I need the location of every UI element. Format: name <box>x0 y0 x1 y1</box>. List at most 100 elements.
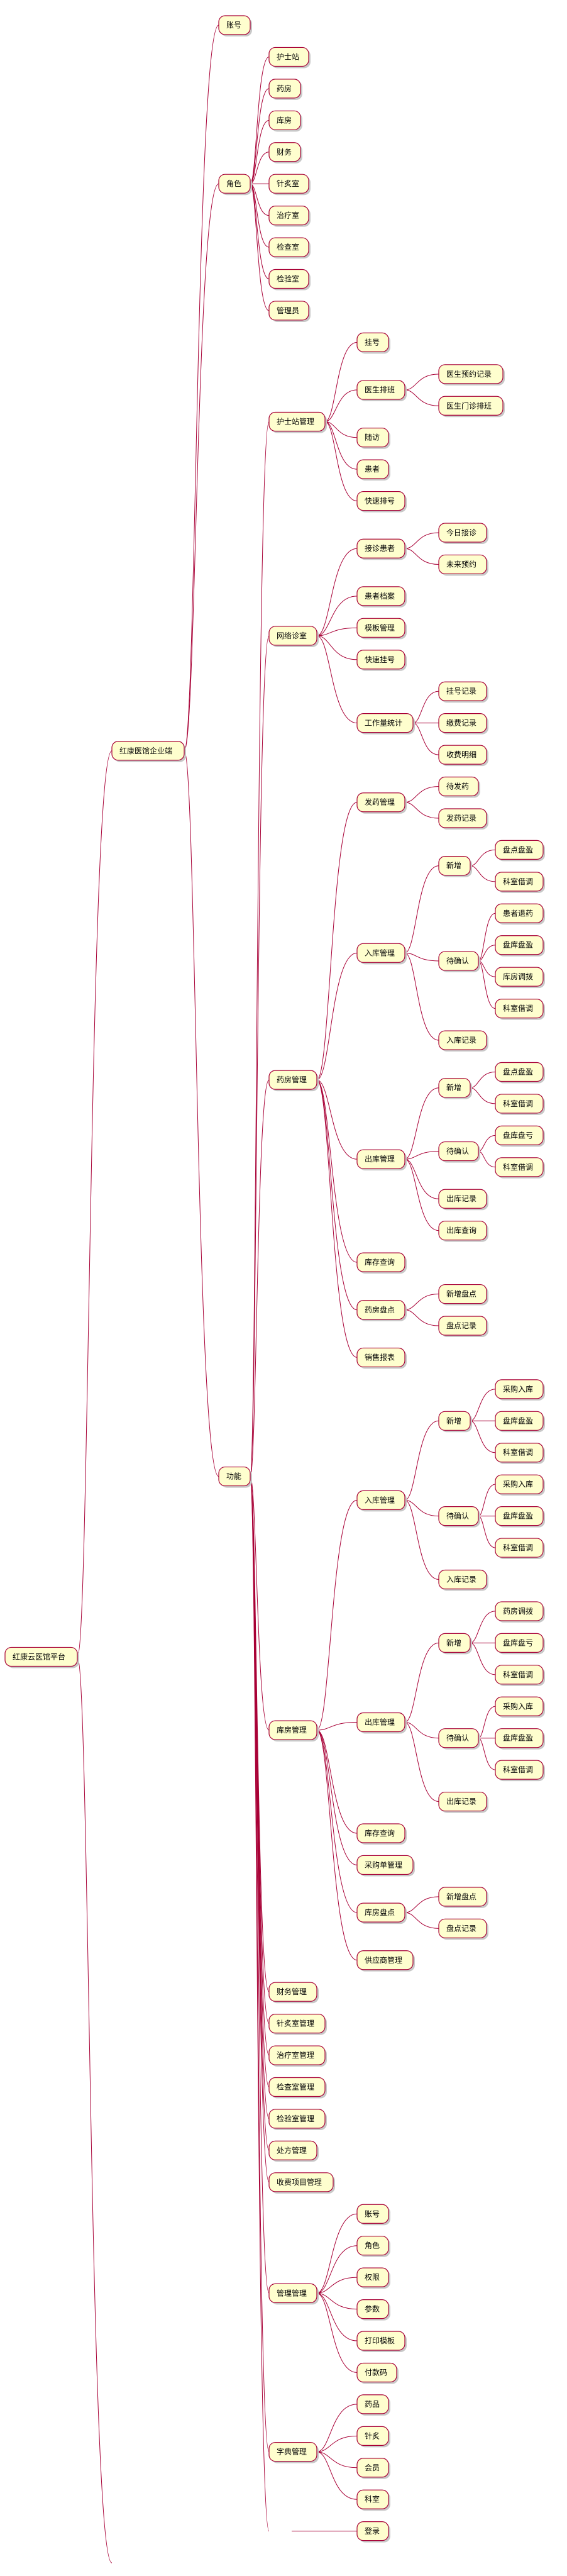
node-label: 采购入库 <box>503 1384 533 1394</box>
node-label: 红康医馆企业端 <box>119 746 172 755</box>
mindmap-node-字典管理: 字典管理 <box>268 2441 319 2463</box>
node-label: 盘点记录 <box>446 1321 476 1330</box>
node-label: 治疗室 <box>277 211 299 220</box>
mindmap-node-出库记录: 出库记录 <box>438 1791 488 1813</box>
node-box <box>268 626 317 646</box>
edge-待确认-to-盘库盘盈 <box>478 945 496 962</box>
edge-库房管理-to-出库管理 <box>316 1721 358 1731</box>
node-box <box>268 1720 317 1740</box>
node-label: 盘库盘亏 <box>503 1130 533 1140</box>
node-box <box>356 1347 405 1368</box>
node-box <box>438 1221 487 1241</box>
mindmap-node-待确认: 待确认 <box>438 1141 480 1163</box>
node-label: 药房调拨 <box>503 1606 533 1616</box>
mindmap-node-患者: 患者 <box>356 459 390 481</box>
edge-工作量统计-to-挂号记录 <box>412 691 439 724</box>
edge-待确认-to-库房调拨 <box>478 960 496 977</box>
mindmap-node-治疗室管理: 治疗室管理 <box>268 2045 327 2067</box>
edge-护士站管理-to-挂号 <box>324 341 358 422</box>
mindmap-node-入库管理: 入库管理 <box>356 1490 407 1512</box>
edge-功能-to-网络诊室 <box>250 635 270 1477</box>
node-label: 今日接诊 <box>446 528 476 537</box>
node-box <box>356 2489 389 2509</box>
node-label: 字典管理 <box>277 2447 307 2457</box>
mindmap-node-药品: 药品 <box>356 2394 390 2416</box>
node-box <box>495 967 544 987</box>
node-box <box>495 1506 544 1526</box>
node-box <box>356 1902 405 1923</box>
edge-入库管理-to-待确认 <box>404 1499 439 1517</box>
node-box <box>438 776 479 797</box>
node-box <box>495 872 544 892</box>
node-label: 参数 <box>365 2304 380 2314</box>
mindmap-node-采购入库: 采购入库 <box>495 1474 545 1496</box>
node-label: 快速排号 <box>365 497 395 506</box>
edge-红康医馆企业端-to-角色 <box>184 183 219 752</box>
node-label: 出库查询 <box>446 1226 476 1235</box>
mindmap-node-打印模板: 打印模板 <box>356 2331 407 2353</box>
edge-管理管理-to-权限 <box>316 2277 358 2294</box>
mindmap-node-采购入库: 采购入库 <box>495 1379 545 1401</box>
mindmap-node-针炙: 针炙 <box>356 2426 390 2448</box>
node-box <box>268 174 309 194</box>
node-box <box>268 142 301 162</box>
node-box <box>356 1149 405 1169</box>
node-label: 检查室 <box>277 242 299 252</box>
edge-新增-to-科室借调 <box>470 1087 496 1104</box>
edge-管理管理-to-付款码 <box>316 2292 358 2373</box>
node-box <box>495 1411 544 1431</box>
node-box <box>356 2362 397 2383</box>
edge-待确认-to-科室借调 <box>478 1151 496 1168</box>
node-label: 盘点盘盈 <box>503 845 533 854</box>
node-box <box>438 396 504 416</box>
node-label: 新增盘点 <box>446 1892 476 1901</box>
mindmap-node-快速挂号: 快速挂号 <box>356 650 407 671</box>
node-label: 药房管理 <box>277 1075 307 1084</box>
node-box <box>268 110 301 130</box>
node-label: 检验室 <box>277 274 299 284</box>
node-box <box>438 523 487 543</box>
node-label: 库房 <box>277 115 292 125</box>
node-label: 出库管理 <box>365 1717 395 1726</box>
mindmap-node-库房调拨: 库房调拨 <box>495 967 545 989</box>
node-label: 登录 <box>365 2526 380 2536</box>
mindmap-node-挂号: 挂号 <box>356 332 390 354</box>
node-label: 收费项目管理 <box>277 2177 322 2187</box>
edge-新增-to-科室借调 <box>470 1642 496 1675</box>
mindmap-node-角色: 角色 <box>356 2236 390 2257</box>
node-label: 账号 <box>365 2209 380 2218</box>
mindmap-node-供应商管理: 供应商管理 <box>356 1950 415 1972</box>
mindmap-node-快速排号: 快速排号 <box>356 491 407 513</box>
node-label: 模板管理 <box>365 623 395 632</box>
node-label: 科室借调 <box>503 1765 533 1774</box>
node-label: 角色 <box>365 2241 380 2250</box>
node-box <box>438 1887 487 1907</box>
node-label: 药房盘点 <box>365 1305 395 1314</box>
node-box <box>356 618 405 638</box>
mindmap-node-未来预约: 未来预约 <box>438 554 488 576</box>
node-box <box>438 951 479 971</box>
node-box <box>356 650 405 670</box>
node-label: 库房管理 <box>277 1725 307 1735</box>
node-label: 科室 <box>365 2494 380 2504</box>
node-label: 销售报表 <box>365 1352 395 1362</box>
node-label: 待发药 <box>446 782 469 791</box>
node-box <box>268 2140 317 2160</box>
node-box <box>495 1665 544 1685</box>
mindmap-node-盘库盘亏: 盘库盘亏 <box>495 1125 545 1147</box>
edge-发药管理-to-待发药 <box>404 786 439 803</box>
node-box <box>495 1062 544 1082</box>
mindmap-node-针炙室管理: 针炙室管理 <box>268 2014 327 2035</box>
node-label: 新增 <box>446 1638 461 1647</box>
edge-护士站管理-to-快速排号 <box>324 421 358 502</box>
node-box <box>356 943 405 963</box>
node-label: 库存查询 <box>365 1828 395 1838</box>
node-box <box>438 1284 487 1304</box>
node-label: 接诊患者 <box>365 543 395 553</box>
mindmap-node-付款码: 付款码 <box>356 2362 399 2384</box>
mindmap-node-入库记录: 入库记录 <box>438 1030 488 1052</box>
mindmap-node-采购单管理: 采购单管理 <box>356 1855 415 1877</box>
node-label: 打印模板 <box>365 2336 395 2345</box>
mindmap-node-科室借调: 科室借调 <box>495 872 545 893</box>
